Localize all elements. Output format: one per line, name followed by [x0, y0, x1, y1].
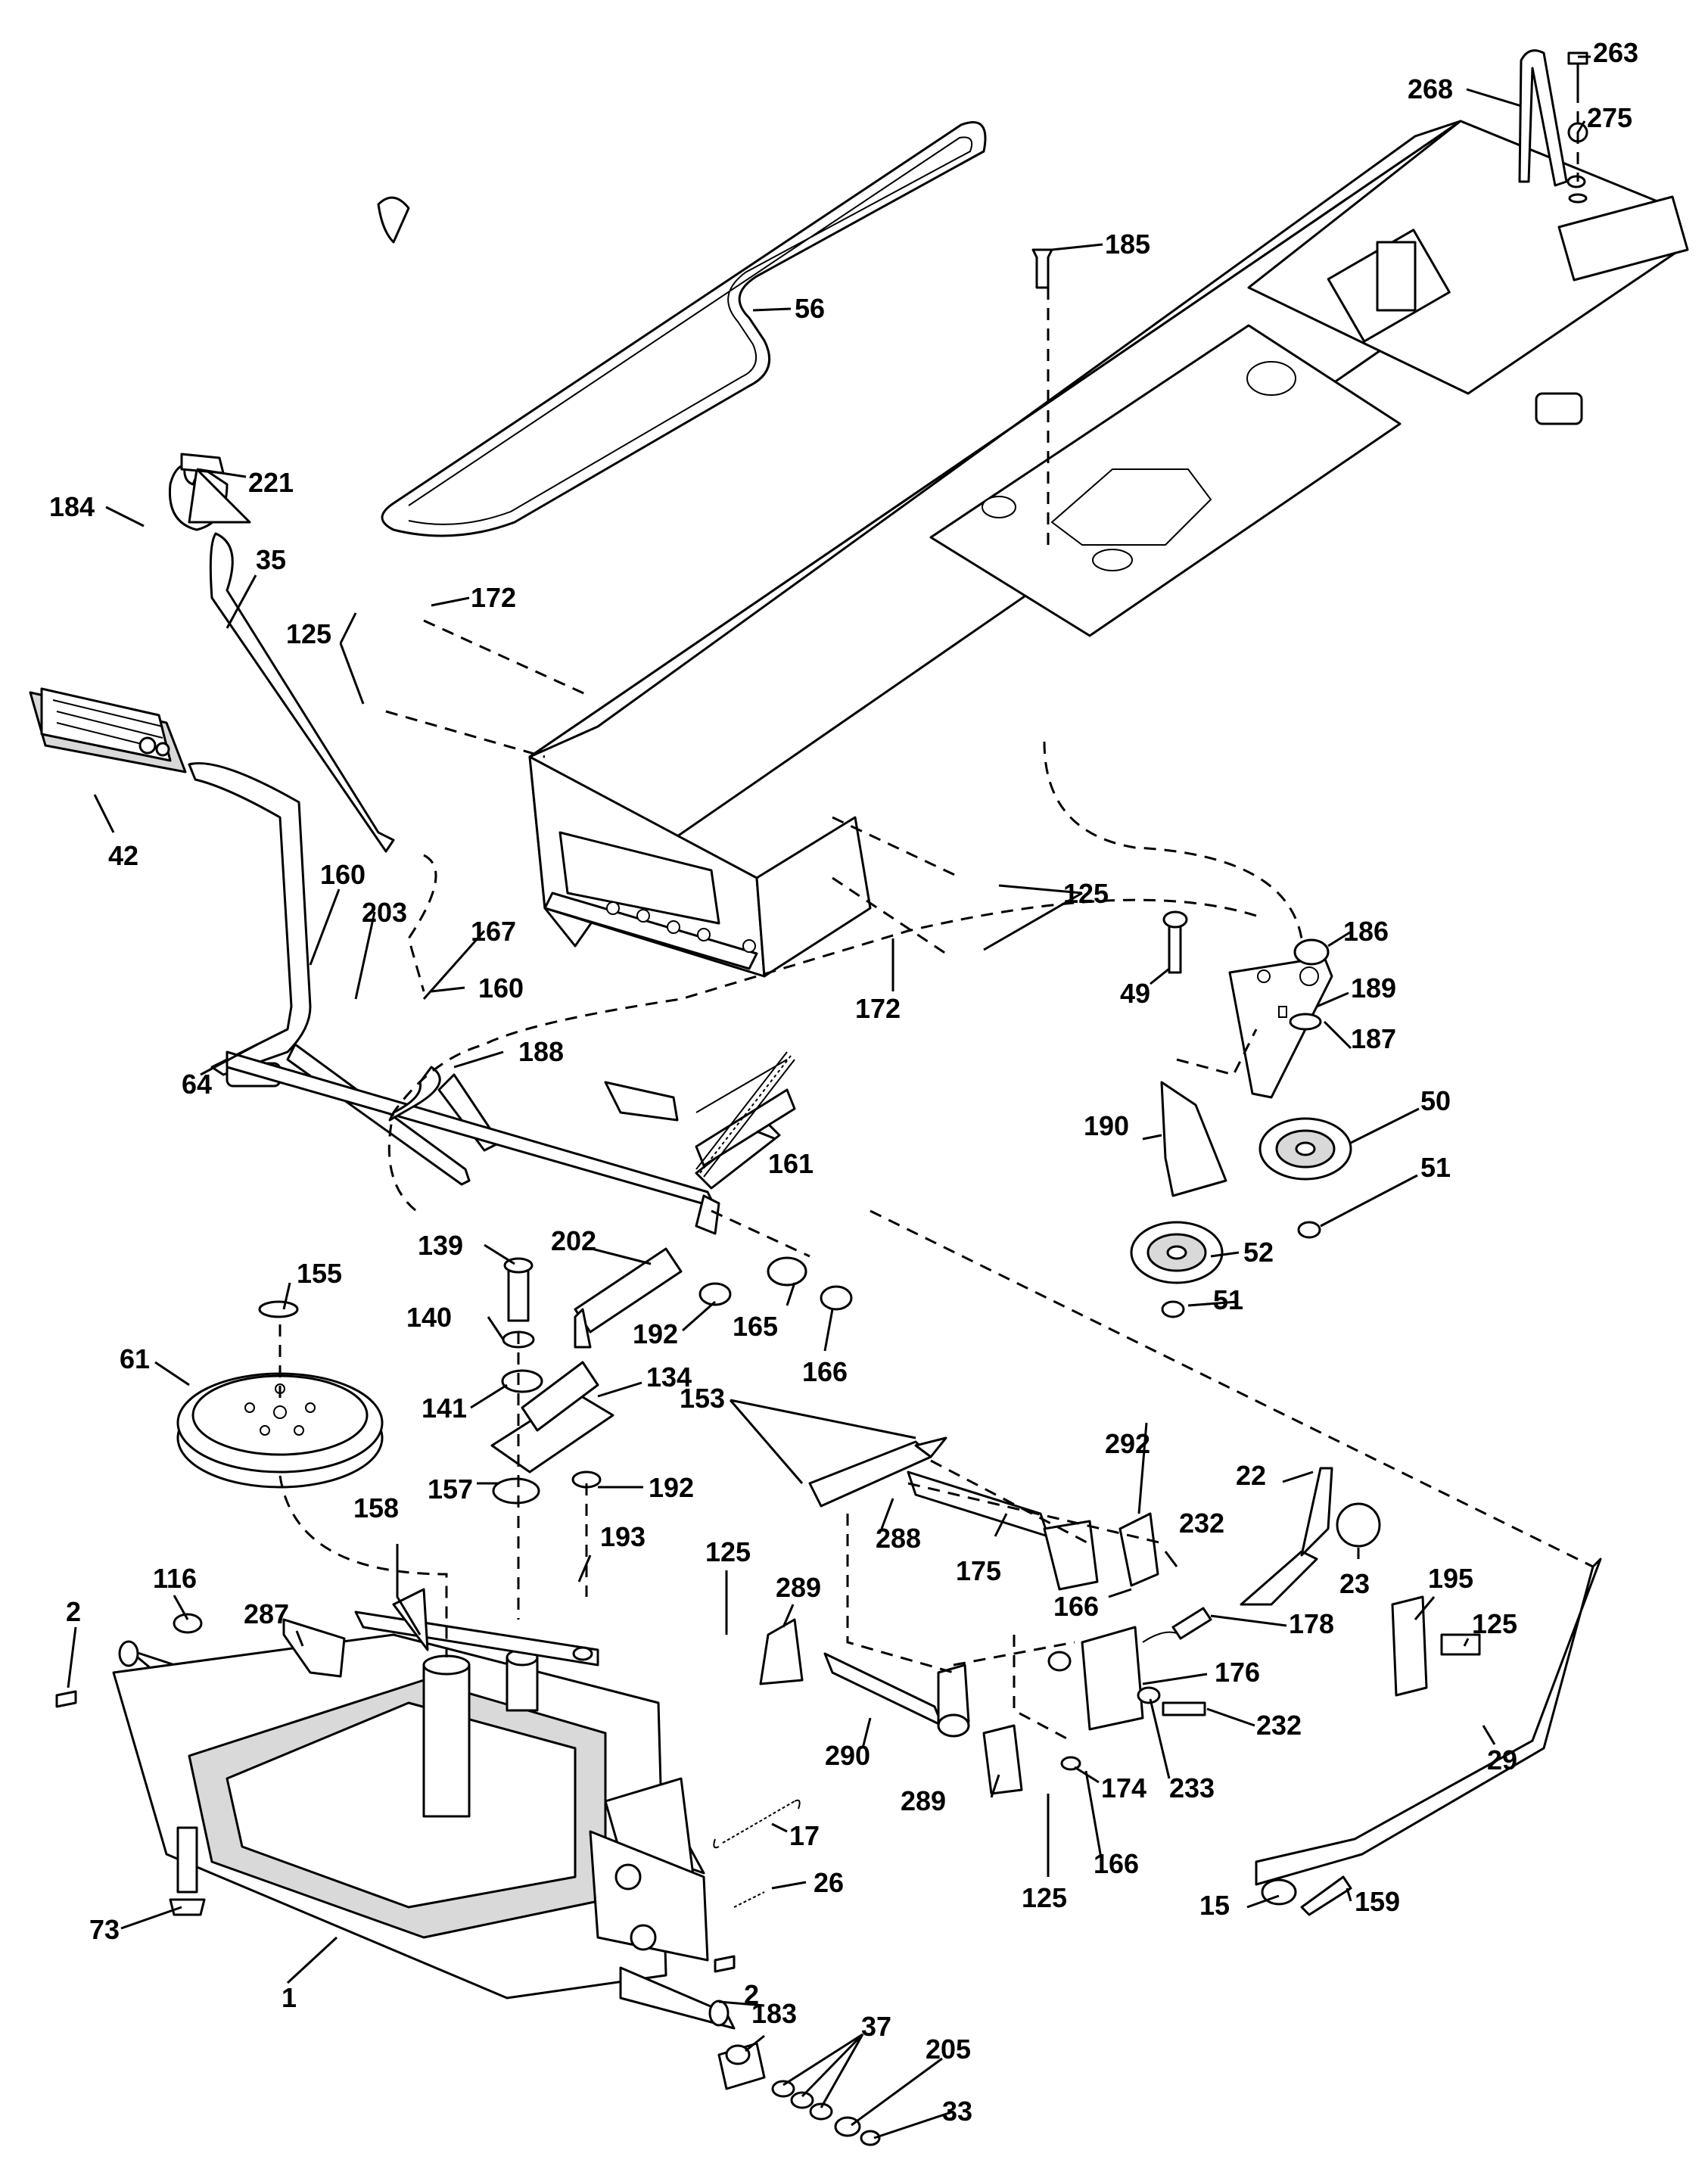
callout-26: 26 — [814, 1867, 844, 1898]
callout-153: 153 — [680, 1383, 725, 1414]
callout-33: 33 — [942, 2096, 972, 2127]
callout-268: 268 — [1408, 73, 1453, 104]
parts-top-right — [1031, 49, 1588, 289]
callout-174: 174 — [1101, 1772, 1146, 1803]
shaft-assembly — [226, 1050, 796, 1235]
callout-17: 17 — [789, 1820, 820, 1851]
drive-belt — [381, 121, 987, 537]
callout-2a: 2 — [66, 1596, 81, 1627]
callout-73: 73 — [89, 1914, 120, 1945]
callout-288: 288 — [876, 1523, 921, 1554]
callout-2b: 2 — [744, 1979, 759, 2010]
callout-232b: 232 — [1256, 1710, 1302, 1741]
parts-left — [29, 196, 501, 1186]
callout-221: 221 — [248, 467, 294, 498]
callout-22: 22 — [1236, 1460, 1266, 1491]
callout-178: 178 — [1289, 1608, 1334, 1639]
callout-172b: 172 — [855, 993, 901, 1024]
callout-37: 37 — [861, 2011, 891, 2042]
callout-290: 290 — [825, 1740, 870, 1771]
callout-289b: 289 — [901, 1785, 946, 1816]
callout-29: 29 — [1487, 1744, 1517, 1775]
callout-166b: 166 — [1053, 1591, 1099, 1622]
callout-140: 140 — [406, 1302, 452, 1333]
washers-bottom — [717, 2042, 881, 2146]
callout-51b: 51 — [1213, 1284, 1243, 1315]
callout-203: 203 — [362, 897, 407, 928]
callout-52: 52 — [1243, 1237, 1274, 1268]
callout-125e: 125 — [1022, 1882, 1067, 1913]
callout-187: 187 — [1351, 1023, 1396, 1054]
callout-56: 56 — [795, 293, 825, 324]
callout-289a: 289 — [776, 1572, 821, 1603]
callout-165: 165 — [733, 1311, 778, 1342]
callout-42: 42 — [108, 840, 138, 871]
callout-116: 116 — [153, 1563, 197, 1594]
callout-186: 186 — [1343, 916, 1389, 947]
callout-125a: 125 — [286, 618, 331, 649]
callout-172a: 172 — [471, 582, 516, 613]
callout-161: 161 — [768, 1148, 814, 1179]
parts-lower-middle — [759, 1607, 1212, 1795]
transaxle — [55, 1588, 736, 2030]
callout-190: 190 — [1084, 1110, 1129, 1141]
callout-192a: 192 — [633, 1318, 678, 1349]
callout-157: 157 — [428, 1474, 473, 1505]
callout-51a: 51 — [1420, 1152, 1451, 1183]
callout-160b: 160 — [478, 973, 524, 1004]
callout-134: 134 — [646, 1362, 692, 1393]
callout-195: 195 — [1428, 1563, 1473, 1594]
callout-175: 175 — [956, 1555, 1001, 1586]
callout-160a: 160 — [320, 859, 366, 890]
callout-141: 141 — [422, 1393, 467, 1424]
callout-158: 158 — [353, 1492, 399, 1523]
pulley-61 — [176, 1300, 384, 1489]
callout-287: 287 — [244, 1598, 289, 1629]
callout-232a: 232 — [1179, 1508, 1224, 1539]
callout-193: 193 — [600, 1521, 646, 1552]
callout-185: 185 — [1105, 229, 1150, 260]
callout-292: 292 — [1105, 1428, 1150, 1459]
callout-49: 49 — [1120, 978, 1150, 1009]
rod-29 — [1255, 1558, 1602, 1916]
callout-189: 189 — [1351, 973, 1396, 1004]
idler-pulleys — [1130, 910, 1352, 1318]
callout-205: 205 — [926, 2034, 971, 2065]
callout-263: 263 — [1593, 37, 1638, 68]
callout-184: 184 — [49, 491, 95, 522]
callout-275: 275 — [1587, 102, 1632, 133]
callout-176: 176 — [1215, 1657, 1260, 1688]
callout-155: 155 — [297, 1258, 342, 1289]
callout-183: 183 — [751, 1998, 797, 2029]
spring-161 — [695, 1051, 795, 1178]
callout-labels: 263 268 275 185 56 221 184 35 172 125 42… — [49, 37, 1638, 2127]
springs-17-26 — [713, 1799, 801, 1908]
chassis-frame — [528, 120, 1689, 978]
leader-lines — [67, 55, 1591, 2140]
callout-1: 1 — [282, 1982, 297, 2013]
callout-139: 139 — [418, 1230, 463, 1261]
callout-64: 64 — [182, 1069, 212, 1100]
callout-159: 159 — [1355, 1886, 1400, 1917]
callout-125b: 125 — [1063, 878, 1109, 909]
callout-192b: 192 — [649, 1472, 694, 1503]
lever-parts — [808, 1436, 1381, 1606]
callout-125c: 125 — [705, 1536, 751, 1567]
callout-15: 15 — [1199, 1890, 1230, 1921]
callout-50: 50 — [1420, 1085, 1451, 1116]
callout-202: 202 — [551, 1225, 596, 1256]
parts-middle — [490, 1247, 853, 1505]
callout-35: 35 — [256, 544, 286, 575]
callout-23: 23 — [1339, 1568, 1370, 1599]
callout-166a: 166 — [802, 1356, 848, 1387]
callout-188: 188 — [518, 1036, 564, 1067]
callout-167: 167 — [471, 916, 516, 947]
callout-166c: 166 — [1094, 1848, 1139, 1879]
assembly-dashes — [278, 91, 1594, 1742]
callout-233: 233 — [1169, 1772, 1215, 1803]
callout-125d: 125 — [1472, 1608, 1517, 1639]
callout-61: 61 — [120, 1343, 150, 1374]
